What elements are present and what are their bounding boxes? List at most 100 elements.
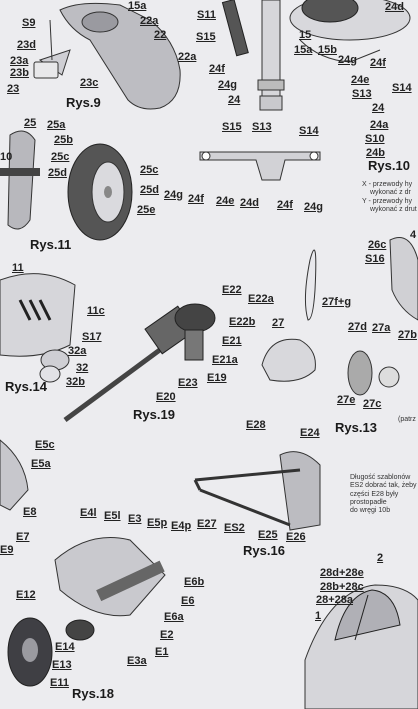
part-label: S14: [299, 125, 319, 137]
part-label: 24g: [218, 79, 237, 91]
part-label: E14: [55, 641, 75, 653]
part-label: 22a: [178, 51, 197, 63]
part-label: E27: [197, 518, 217, 530]
part-label: E26: [286, 531, 306, 543]
part-label: 27: [272, 317, 285, 329]
part-label: 22a: [140, 15, 159, 27]
title-rys19: Rys.19: [133, 407, 175, 422]
part-label: 24f: [188, 193, 204, 205]
part-label: 2: [377, 552, 384, 564]
part-label: 24d: [240, 197, 259, 209]
title-rys9: Rys.9: [66, 95, 101, 110]
part-label: 15b: [318, 44, 337, 56]
part-label: 23b: [10, 67, 29, 79]
part-label: 1: [315, 610, 322, 622]
part-label: 24e: [216, 195, 235, 207]
rys10-note-x2: wykonać z dr: [370, 189, 411, 196]
part-label: E21a: [212, 354, 238, 366]
part-label: 4: [410, 229, 417, 241]
part-label: E5p: [147, 517, 168, 529]
rys14-drawing: [0, 273, 76, 383]
part-label: E5c: [35, 439, 55, 451]
part-label: E28: [246, 419, 266, 431]
part-label: 24g: [304, 201, 323, 213]
part-label: S13: [252, 121, 272, 133]
part-label: 25a: [47, 119, 66, 131]
title-rys14: Rys.14: [5, 379, 47, 394]
rys18-drawing: [7, 537, 166, 687]
rys10-note-x: X - przewody hy: [362, 181, 413, 188]
part-label: S14: [392, 82, 412, 94]
part-label: E9: [0, 544, 14, 556]
part-label: S15: [196, 31, 216, 43]
part-label: 24e: [351, 74, 370, 86]
part-label: 24a: [370, 119, 389, 131]
part-label: E4p: [171, 520, 192, 532]
part-label: 25d: [48, 167, 67, 179]
rys10-bracket: [199, 151, 321, 181]
part-label: 23: [7, 83, 20, 95]
part-label: E8: [23, 506, 37, 518]
rys9-drawing: [33, 2, 181, 110]
part-label: 32a: [68, 345, 87, 357]
part-label: E2: [160, 629, 174, 641]
part-label: E21: [222, 335, 242, 347]
part-label: 27f+g: [322, 296, 352, 308]
part-label: E13: [52, 659, 72, 671]
part-label: E22: [222, 284, 242, 296]
part-label: E5l: [104, 510, 121, 522]
rys10-wheel-fairing: [289, 0, 411, 63]
part-label: 24g: [338, 54, 357, 66]
part-label: E4l: [80, 507, 97, 519]
part-label: 25: [24, 117, 37, 129]
rys13-note: (patrz: [398, 416, 416, 423]
part-label: 15a: [294, 44, 313, 56]
part-label: E3: [128, 513, 142, 525]
part-label: 10: [0, 151, 13, 163]
part-label: 32: [76, 362, 89, 374]
part-label: 28b+28c: [320, 581, 364, 593]
part-label: 26c: [368, 239, 387, 251]
part-label: 24: [372, 102, 385, 114]
part-label: 25c: [140, 164, 159, 176]
part-label: S16: [365, 253, 385, 265]
part-label: E25: [258, 529, 278, 541]
rys16-note-3: części E28 były: [350, 491, 399, 498]
part-label: 22: [154, 29, 167, 41]
part-label: 24f: [370, 57, 386, 69]
part-label: 28+28a: [316, 594, 354, 606]
part-label: 32b: [66, 376, 85, 388]
title-rys11: Rys.11: [30, 237, 72, 252]
rys10-top-strut: [221, 0, 285, 111]
part-label: 15: [299, 29, 312, 41]
rys13-drawing: [261, 249, 400, 396]
part-label: 24: [228, 94, 241, 106]
title-rys10: Rys.10: [368, 158, 410, 173]
part-label: S15: [222, 121, 242, 133]
part-label: 23a: [10, 55, 29, 67]
part-label: 27d: [348, 321, 367, 333]
part-label: 15a: [128, 0, 147, 12]
part-label: 23c: [80, 77, 99, 89]
part-label: E24: [300, 427, 320, 439]
part-label: 24b: [366, 147, 385, 159]
title-rys18: Rys.18: [72, 686, 114, 701]
part-label: 25e: [137, 204, 156, 216]
part-label: S13: [352, 88, 372, 100]
part-label: E22a: [248, 293, 274, 305]
part-label: 11c: [87, 305, 105, 317]
rys16-note-1: Długość szablonów: [350, 474, 411, 481]
part-label: 27e: [337, 394, 356, 406]
part-label: 27a: [372, 322, 391, 334]
part-label: S10: [365, 133, 385, 145]
rys16-drawing: [193, 451, 321, 531]
title-rys13: Rys.13: [335, 420, 377, 435]
part-label: S17: [82, 331, 102, 343]
part-label: 24f: [277, 199, 293, 211]
rys10-note-y2: wykonać z drut: [370, 206, 417, 213]
part-label: 25b: [54, 134, 73, 146]
part-label: E22b: [229, 316, 256, 328]
part-label: E1: [155, 646, 169, 658]
